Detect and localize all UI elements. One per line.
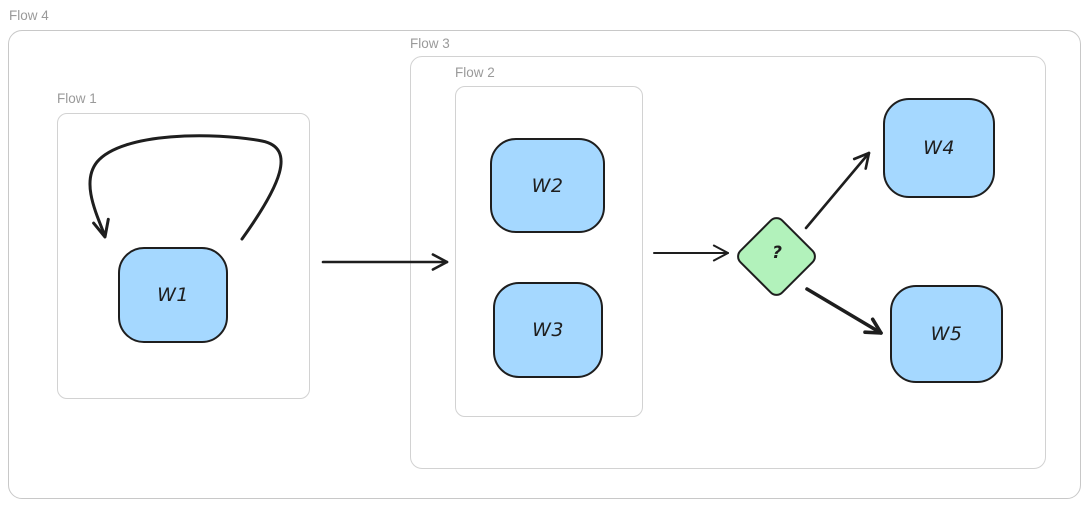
- frame-flow4[interactable]: [8, 30, 1081, 499]
- frame-flow2[interactable]: [455, 86, 643, 417]
- frame-label-flow1: Flow 1: [57, 91, 97, 106]
- node-w3-label: W3: [532, 319, 564, 341]
- frame-label-flow2: Flow 2: [455, 65, 495, 80]
- node-w4[interactable]: W4: [883, 98, 995, 198]
- node-decision-label: ?: [772, 243, 782, 263]
- frame-label-flow3: Flow 3: [410, 36, 450, 51]
- node-w2-label: W2: [531, 174, 564, 197]
- node-w4-label: W4: [923, 137, 955, 159]
- node-w1[interactable]: W1: [118, 247, 228, 343]
- frame-label-flow4: Flow 4: [9, 8, 49, 23]
- node-w1-label: W1: [157, 284, 189, 306]
- node-w5[interactable]: W5: [890, 285, 1003, 383]
- node-w2[interactable]: W2: [490, 138, 605, 233]
- node-w3[interactable]: W3: [493, 282, 603, 378]
- frame-flow1[interactable]: [57, 113, 310, 399]
- node-w5-label: W5: [930, 323, 963, 345]
